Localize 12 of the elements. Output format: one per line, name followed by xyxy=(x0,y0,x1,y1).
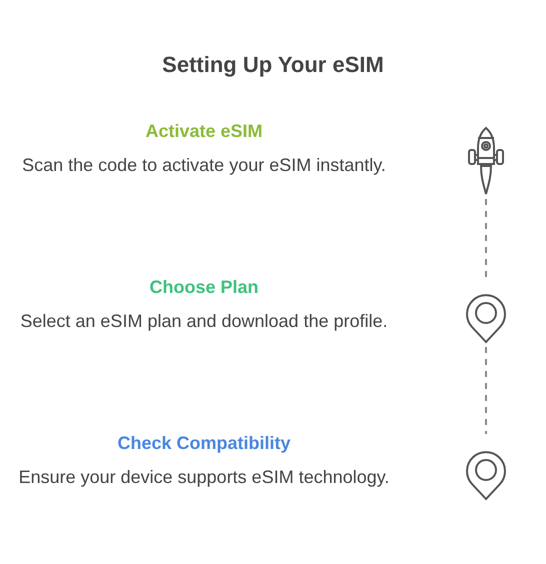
location-pin-icon xyxy=(465,292,507,344)
step-heading: Check Compatibility xyxy=(116,433,292,454)
rocket-icon xyxy=(468,126,504,196)
step-description: Ensure your device supports eSIM technology. xyxy=(18,466,390,489)
step-description: Scan the code to activate your eSIM instantly. xyxy=(21,154,387,177)
dashed-connector xyxy=(485,199,487,277)
diagram-title: Setting Up Your eSIM xyxy=(161,52,385,78)
step-heading: Choose Plan xyxy=(148,277,260,298)
step-description: Select an eSIM plan and download the profile. xyxy=(19,310,389,333)
step-heading: Activate eSIM xyxy=(144,121,264,142)
dashed-connector xyxy=(485,347,487,434)
location-pin-icon xyxy=(465,449,507,499)
